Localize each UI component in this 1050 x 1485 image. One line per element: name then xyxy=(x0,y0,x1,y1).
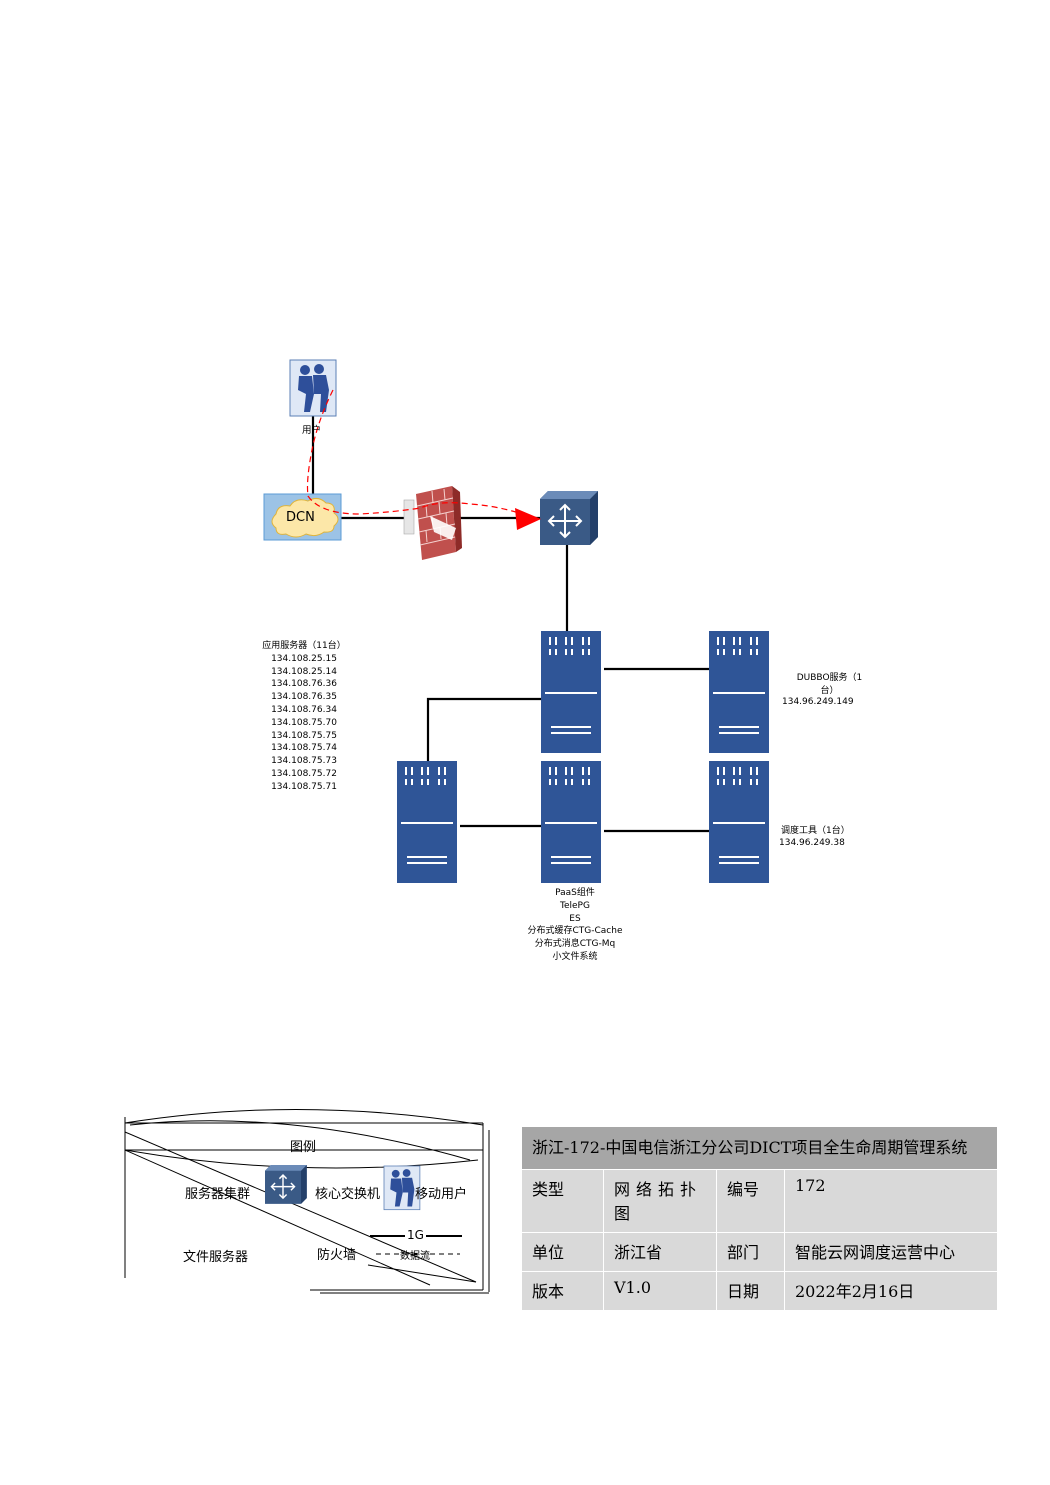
date-label: 日期 xyxy=(716,1271,785,1311)
app-server-ip: 134.108.75.71 xyxy=(271,781,337,792)
type-label: 类型 xyxy=(521,1169,604,1233)
version-label: 版本 xyxy=(521,1271,604,1311)
app-server-ip: 134.108.75.73 xyxy=(271,756,337,767)
version-value: V1.0 xyxy=(603,1271,717,1311)
app-server-ip: 134.108.75.74 xyxy=(271,743,337,754)
data-flow-path xyxy=(306,389,529,517)
app-server-ip: 134.108.75.70 xyxy=(271,717,337,728)
paas-server-bottom xyxy=(540,760,602,884)
core-switch-icon xyxy=(539,490,599,546)
paas-line: PaaS组件 xyxy=(555,888,595,898)
paas-line: 分布式缓存CTG-Cache xyxy=(527,926,623,937)
app-server-ip: 134.108.76.35 xyxy=(271,692,337,703)
dcn-label: DCN xyxy=(286,510,315,525)
dubbo-ip: 134.96.249.149 xyxy=(782,697,854,707)
legend-data-flow: 数据流 xyxy=(400,1251,430,1262)
scheduler-label: 调度工具（1台） xyxy=(781,826,850,836)
legend-mobile-user: 移动用户 xyxy=(415,1187,468,1202)
project-title: 浙江-172-中国电信浙江分公司DICT项目全生命周期管理系统 xyxy=(521,1126,998,1170)
legend-1g: 1G xyxy=(405,1228,426,1242)
paas-components-block: PaaS组件 TelePG ES 分布式缓存CTG-Cache 分布式消息CTG… xyxy=(500,887,650,964)
legend-firewall: 防火墙 xyxy=(317,1248,357,1263)
app-server-ip: 134.108.25.15 xyxy=(271,653,337,664)
app-server-cluster xyxy=(396,760,458,884)
app-server-ip: 134.108.76.36 xyxy=(271,679,337,690)
paas-line: TelePG xyxy=(560,900,590,911)
dubbo-label-block: DUBBO服务（1 台） xyxy=(782,672,877,698)
app-server-ip: 134.108.25.14 xyxy=(271,666,337,677)
unit-label: 单位 xyxy=(521,1232,604,1272)
scheduler-server xyxy=(708,760,770,884)
number-value: 172 xyxy=(784,1169,998,1233)
date-value: 2022年2月16日 xyxy=(784,1271,998,1311)
dcn-cloud-icon xyxy=(263,493,342,541)
legend-core-switch: 核心交换机 xyxy=(315,1187,381,1202)
type-value: 网络拓扑图 xyxy=(603,1169,717,1233)
app-servers-block: 应用服务器（11台） 134.108.25.15 134.108.25.14 1… xyxy=(254,640,354,794)
dubbo-server xyxy=(708,630,770,754)
app-server-ip: 134.108.75.75 xyxy=(271,730,337,741)
legend-file-server: 文件服务器 xyxy=(183,1250,249,1265)
unit-value: 浙江省 xyxy=(603,1232,717,1272)
dubbo-label: DUBBO服务（1 xyxy=(796,673,863,683)
flow-arrowhead xyxy=(515,508,541,530)
title-block-table: 浙江-172-中国电信浙江分公司DICT项目全生命周期管理系统 类型 网络拓扑图… xyxy=(521,1126,998,1311)
links xyxy=(311,416,709,833)
app-server-ip: 134.108.75.72 xyxy=(271,768,337,779)
legend-frame xyxy=(124,1109,490,1294)
paas-line: ES xyxy=(569,913,581,924)
number-label: 编号 xyxy=(716,1169,785,1233)
dept-value: 智能云网调度运营中心 xyxy=(784,1232,998,1272)
scheduler-ip: 134.96.249.38 xyxy=(779,838,845,848)
app-server-ip: 134.108.76.34 xyxy=(271,704,337,715)
app-servers-title: 应用服务器（11台） xyxy=(262,641,346,651)
dept-label: 部门 xyxy=(716,1232,785,1272)
legend-switch-icon xyxy=(264,1164,308,1205)
legend-server-cluster: 服务器集群 xyxy=(185,1187,251,1202)
firewall-icon xyxy=(403,486,462,560)
paas-line: 分布式消息CTG-Mq xyxy=(534,939,616,950)
dubbo-label-cont: 台） xyxy=(820,685,839,696)
legend-title: 图例 xyxy=(290,1140,317,1155)
paas-server-top xyxy=(540,630,602,754)
user-label: 用户 xyxy=(302,425,322,436)
paas-line: 小文件系统 xyxy=(552,951,598,962)
user-icon xyxy=(289,359,337,417)
